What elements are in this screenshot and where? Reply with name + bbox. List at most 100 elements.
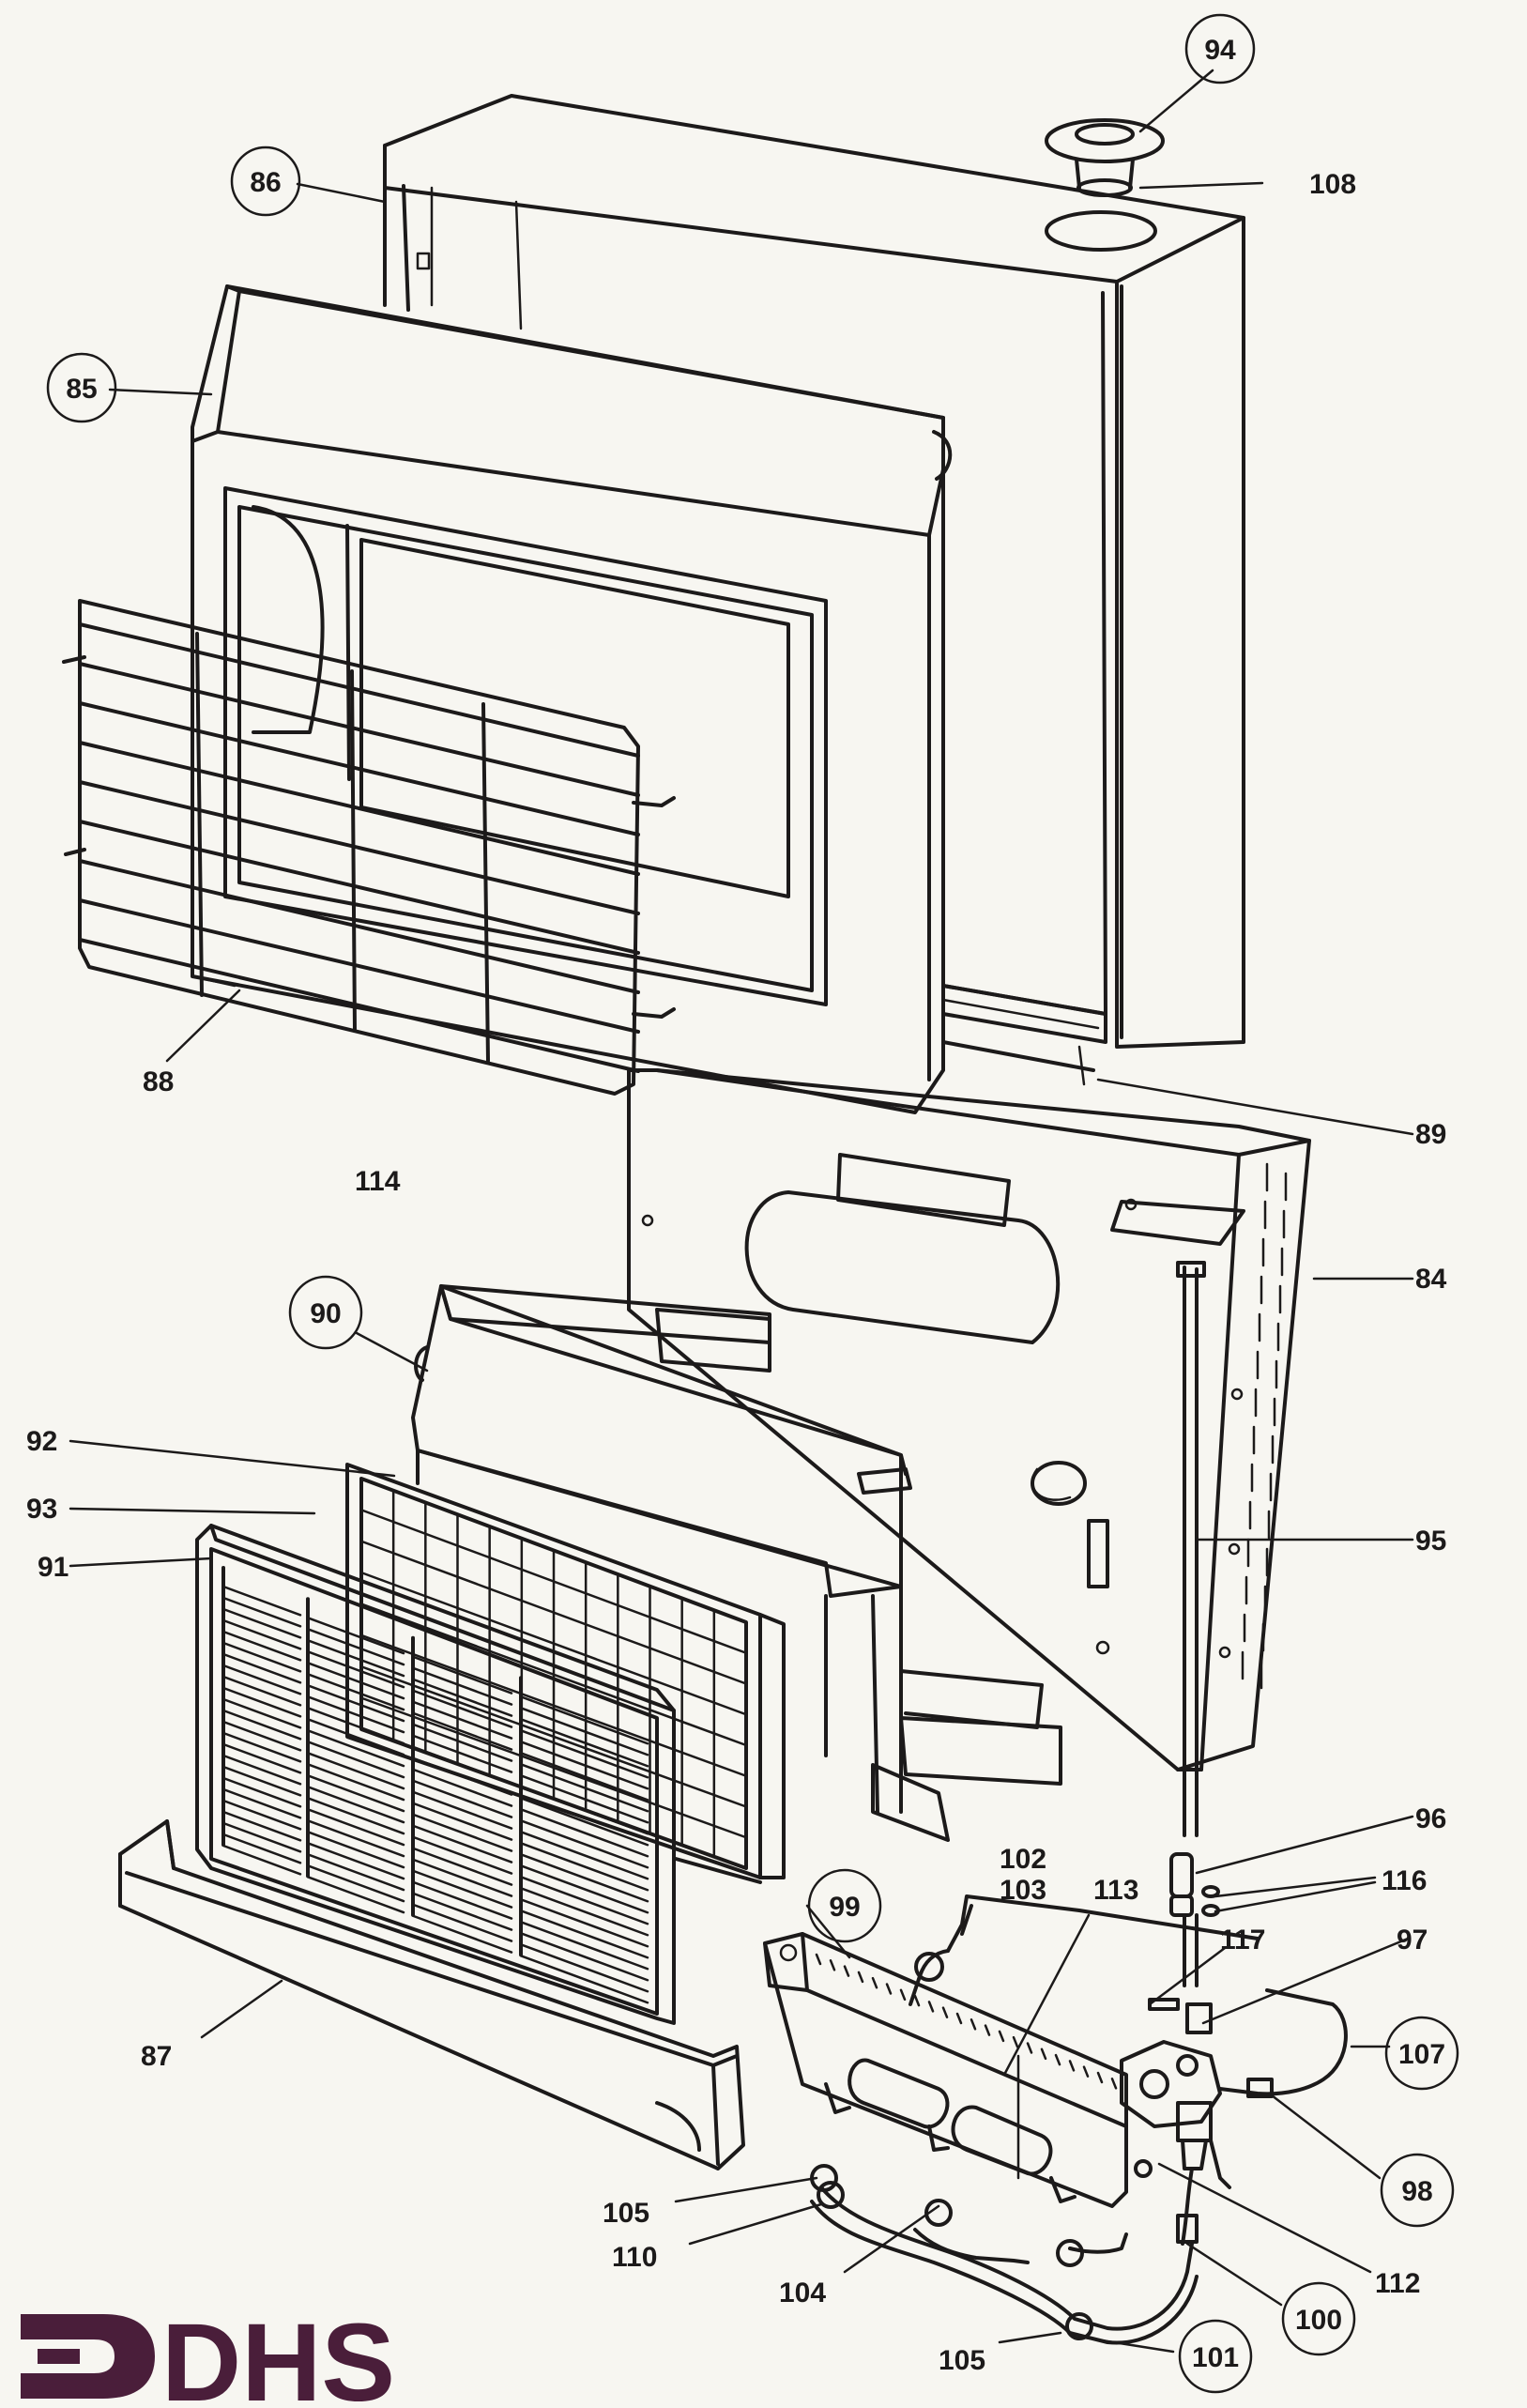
callout-circle-99	[807, 1868, 882, 1943]
louvre-slat	[221, 1754, 302, 1786]
louvre-slat	[411, 1835, 513, 1875]
louvre-slat	[221, 1596, 302, 1628]
burner-port	[885, 1983, 893, 1995]
callout-112: 112	[1375, 2268, 1420, 2299]
louvre-slat	[221, 1799, 302, 1831]
burner-port	[1110, 2078, 1118, 2090]
louvre-slat	[519, 1752, 649, 1802]
callout-100: 100	[1295, 2305, 1342, 2336]
louvre-slat	[411, 1914, 513, 1954]
louvre-slat	[221, 1664, 302, 1695]
louvre-slat	[411, 1666, 513, 1706]
callout-84: 84	[1415, 1264, 1447, 1295]
burner-port	[1082, 2065, 1090, 2078]
louvre-slat	[306, 1752, 405, 1790]
callout-108: 108	[1309, 169, 1356, 200]
part-90-housing	[411, 1284, 1062, 1842]
callout-101: 101	[1192, 2342, 1239, 2373]
part-88-grille-guard	[62, 599, 676, 1096]
logo-arrow-icon	[21, 2314, 155, 2399]
part-87-base-trim	[118, 1819, 745, 2170]
louvre-slat	[519, 1910, 649, 1959]
burner-port	[1068, 2060, 1076, 2072]
louvre-slat	[519, 1842, 649, 1892]
louvre-slat	[306, 1718, 405, 1756]
louvre-slat	[519, 1797, 649, 1847]
callout-93: 93	[26, 1494, 57, 1525]
callout-90: 90	[310, 1298, 341, 1329]
louvre-slat	[306, 1650, 405, 1689]
louvre-slat	[411, 1869, 513, 1909]
louvre-slat	[306, 1763, 405, 1802]
louvre-slat	[519, 1729, 649, 1779]
louvre-slat	[221, 1697, 302, 1729]
louvre-slat	[221, 1731, 302, 1763]
louvre-slat	[411, 1847, 513, 1886]
callout-102: 102	[1000, 1844, 1046, 1875]
louvre-slat	[306, 1695, 405, 1734]
louvre-slat	[306, 1774, 405, 1813]
louvre-slat	[306, 1741, 405, 1779]
burner-port	[955, 2012, 963, 2025]
callout-circle-98	[1380, 2153, 1455, 2228]
guard-bar	[78, 780, 640, 915]
louvre-slat	[306, 1853, 405, 1892]
callout-circle-85	[46, 352, 117, 423]
part-85-front-casing	[191, 284, 953, 1114]
louvre-slat	[519, 1955, 649, 2004]
callout-circle-94	[1184, 13, 1256, 84]
callout-86: 86	[250, 167, 281, 198]
callout-circle-107	[1384, 2016, 1459, 2091]
louvre-slat	[519, 1774, 649, 1824]
grid-line	[359, 1696, 748, 1839]
burner-port	[1096, 2071, 1104, 2084]
burner-port	[927, 2001, 935, 2013]
dhs-logo: DHS	[21, 2301, 395, 2408]
louvre-slat	[221, 1630, 302, 1662]
louvre-slat	[519, 1707, 649, 1756]
louvre-slat	[221, 1675, 302, 1707]
callout-95: 95	[1415, 1526, 1446, 1557]
louvre-slat	[306, 1617, 405, 1655]
callout-circle-100	[1281, 2281, 1356, 2356]
guard-bar	[78, 820, 640, 955]
jet-nut	[1056, 2239, 1084, 2267]
callout-circle-101	[1178, 2319, 1253, 2394]
louvre-slat	[519, 1831, 649, 1880]
louvre-slat	[411, 1689, 513, 1728]
callout-110: 110	[612, 2242, 657, 2273]
louvre-slat	[519, 1819, 649, 1869]
callout-88: 88	[143, 1066, 174, 1097]
louvre-slat	[221, 1810, 302, 1842]
louvre-slat	[221, 1652, 302, 1684]
gas-pipes	[810, 2164, 1199, 2345]
louvre-slat	[221, 1585, 302, 1617]
burner-port	[1012, 2035, 1019, 2048]
guard-bar	[78, 701, 640, 836]
burner-port	[843, 1965, 850, 1977]
louvre-slat	[519, 1921, 649, 1971]
louvre-slat	[221, 1618, 302, 1650]
grid-line	[359, 1665, 748, 1808]
louvre-slat	[411, 1768, 513, 1807]
louvre-slat	[306, 1628, 405, 1666]
louvre-slat	[306, 1831, 405, 1869]
callout-85: 85	[66, 374, 97, 405]
louvre-slat	[411, 1790, 513, 1830]
louvre-slat	[221, 1720, 302, 1752]
burner-port	[1026, 2042, 1033, 2054]
louvre-slat	[411, 1700, 513, 1740]
callout-113: 113	[1093, 1875, 1138, 1906]
gas-valve-assembly	[1120, 1852, 1348, 2246]
callout-116: 116	[1382, 1865, 1427, 1896]
part-94-flue-cap	[1045, 118, 1165, 252]
louvre-slat	[411, 1892, 513, 1931]
louvre-slat	[221, 1833, 302, 1864]
callout-107: 107	[1398, 2039, 1445, 2070]
guard-bar	[78, 859, 640, 994]
louvre-slat	[306, 1707, 405, 1745]
louvre-slat	[306, 1819, 405, 1858]
louvre-slat	[519, 1741, 649, 1790]
louvre-slat	[221, 1709, 302, 1741]
callout-114: 114	[355, 1166, 401, 1197]
